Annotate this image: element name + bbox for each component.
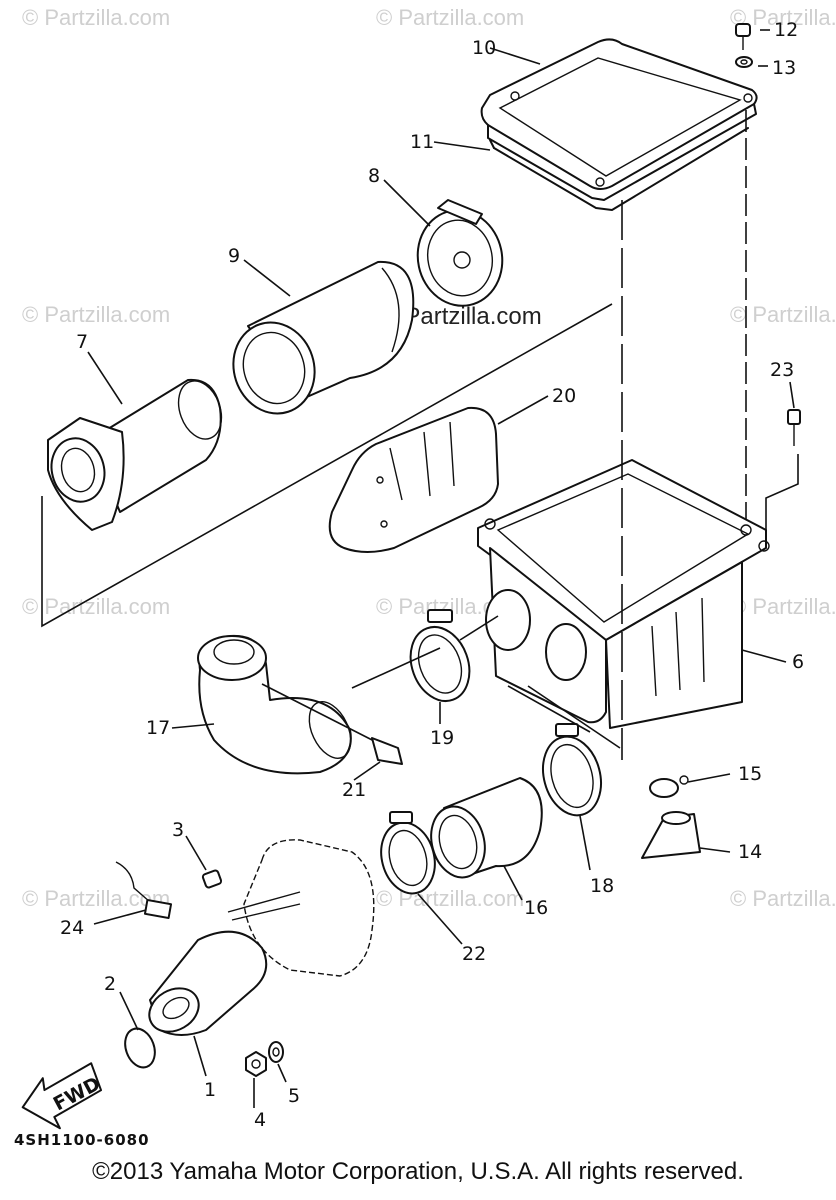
part-18-clamp: [542, 723, 602, 817]
callout-2: 2: [104, 973, 116, 995]
callout-7: 7: [76, 331, 88, 353]
watermark: © Partzilla.com: [730, 886, 836, 911]
callout-20: 20: [552, 385, 576, 407]
part-4-nut: [245, 1051, 267, 1077]
copyright-notice: ©2013 Yamaha Motor Corporation, U.S.A. A…: [92, 1158, 744, 1185]
part-13-washer: [735, 56, 753, 68]
part-5-washer: [268, 1041, 284, 1063]
part-20-plate: [328, 406, 499, 553]
part-8-element-cap: [416, 199, 504, 307]
callout-16: 16: [524, 897, 548, 919]
part-21-sensor: [261, 683, 403, 765]
part-1-manifold: [148, 930, 268, 1036]
part-2-gasket: [124, 1027, 156, 1069]
part-15-clip: [649, 775, 689, 798]
watermark: © Partzilla.com: [22, 594, 170, 619]
part-12-bolt: [735, 23, 751, 50]
callout-14: 14: [738, 841, 762, 863]
callout-numbers: 1 2 3 4 5 6 7 8 9 10 11 12 13 14 15 16 1…: [60, 19, 804, 1131]
callout-5: 5: [288, 1085, 300, 1107]
callout-21: 21: [342, 779, 366, 801]
part-24-bracket: [115, 861, 173, 919]
callout-8: 8: [368, 165, 380, 187]
part-16-joint: [430, 777, 543, 879]
part-6-airbox: [477, 459, 770, 729]
callout-13: 13: [772, 57, 796, 79]
callout-24: 24: [60, 917, 84, 939]
part-14-drain: [641, 811, 701, 859]
diagram-code: 4SH1100-6080: [14, 1131, 150, 1149]
callout-12: 12: [774, 19, 798, 41]
part-22-clamp: [380, 811, 436, 895]
watermark: © Partzilla.com: [730, 594, 836, 619]
part-10-cover: [480, 38, 758, 201]
watermark: © Partzilla.com: [730, 302, 836, 327]
fwd-arrow-icon: FWD: [21, 1062, 104, 1130]
part-9-element: [232, 260, 415, 415]
part-17-elbow: [197, 634, 352, 775]
callout-19: 19: [430, 727, 454, 749]
callout-3: 3: [172, 819, 184, 841]
watermarks: © Partzilla.com © Partzilla.com © Partzi…: [22, 5, 836, 911]
watermark: © Partzilla.com: [22, 5, 170, 30]
callout-11: 11: [410, 131, 434, 153]
callout-15: 15: [738, 763, 762, 785]
callout-9: 9: [228, 245, 240, 267]
leader-lines: [87, 29, 795, 1108]
callout-10: 10: [472, 37, 496, 59]
part-23-bolt: [765, 409, 801, 540]
watermark: © Partzilla.com: [376, 5, 524, 30]
part-11-seal: [489, 127, 749, 211]
callout-4: 4: [254, 1109, 266, 1131]
callout-18: 18: [590, 875, 614, 897]
watermark: © Partzilla.com: [376, 886, 524, 911]
part-19-clamp: [409, 609, 471, 702]
callout-17: 17: [146, 717, 170, 739]
part-7-holder: [47, 378, 223, 531]
watermark: © Partzilla.com: [22, 302, 170, 327]
part-3-screw: [201, 869, 223, 889]
callout-23: 23: [770, 359, 794, 381]
callout-6: 6: [792, 651, 804, 673]
callout-22: 22: [462, 943, 486, 965]
callout-1: 1: [204, 1079, 216, 1101]
